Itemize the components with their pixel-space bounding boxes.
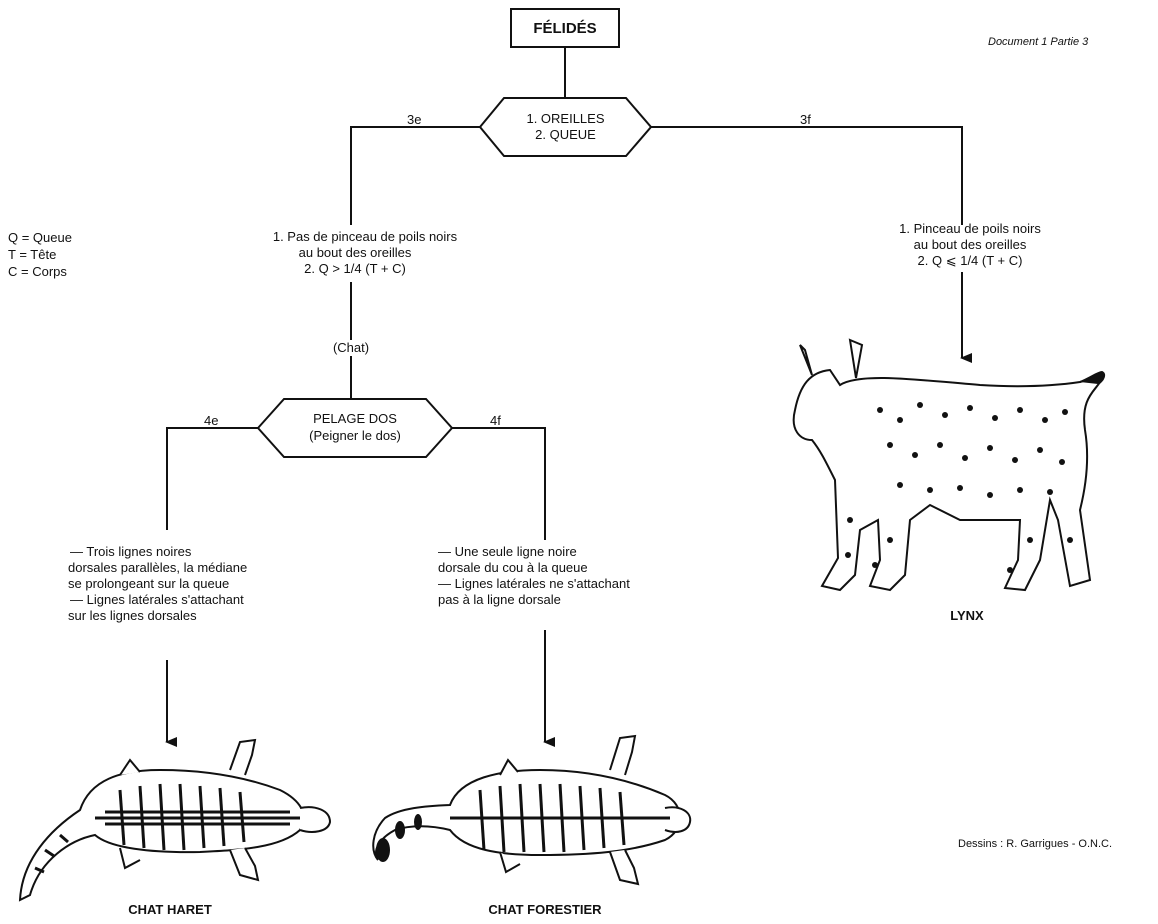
criteria-line: 2. Q > 1/4 (T + C) xyxy=(230,261,480,277)
node-pelage-line1: PELAGE DOS xyxy=(258,411,452,427)
connector-3e xyxy=(351,127,480,225)
result-chat-forestier: CHAT FORESTIER xyxy=(455,902,635,918)
connector-4f xyxy=(452,428,545,540)
criteria-line: sur les lignes dorsales xyxy=(68,608,197,624)
cat-haret-icon xyxy=(20,740,330,900)
document-reference: Document 1 Partie 3 xyxy=(988,34,1088,50)
criteria-line: 2. Q ⩽ 1/4 (T + C) xyxy=(855,253,1085,269)
branch-label-3f: 3f xyxy=(800,112,811,128)
branch-label-4e: 4e xyxy=(204,413,218,429)
criteria-line: dorsales parallèles, la médiane xyxy=(68,560,247,576)
legend-item: T = Tête xyxy=(8,247,56,263)
criteria-line: pas à la ligne dorsale xyxy=(438,592,561,608)
result-chat-haret: CHAT HARET xyxy=(90,902,250,918)
cat-forestier-icon xyxy=(373,736,690,884)
node-pelage-line2: (Peigner le dos) xyxy=(258,428,452,444)
lynx-icon xyxy=(794,340,1104,590)
criteria-line: dorsale du cou à la queue xyxy=(438,560,588,576)
criteria-line: au bout des oreilles xyxy=(230,245,480,261)
branch-label-4f: 4f xyxy=(490,413,501,429)
connector-3f xyxy=(651,127,962,225)
connector-4e xyxy=(167,428,258,530)
criteria-line: — Une seule ligne noire xyxy=(438,544,577,560)
result-lynx: LYNX xyxy=(912,608,1022,624)
criteria-line: 1. Pas de pinceau de poils noirs xyxy=(230,229,500,245)
criteria-line: — Trois lignes noires xyxy=(70,544,191,560)
criteria-line: — Lignes latérales ne s'attachant xyxy=(438,576,630,592)
node-oreilles-line1: 1. OREILLES xyxy=(480,111,651,127)
chat-label: (Chat) xyxy=(311,340,391,356)
criteria-line: au bout des oreilles xyxy=(855,237,1085,253)
page-title: FÉLIDÉS xyxy=(510,8,620,48)
legend-item: Q = Queue xyxy=(8,230,72,246)
credit: Dessins : R. Garrigues - O.N.C. xyxy=(958,836,1112,852)
criteria-line: — Lignes latérales s'attachant xyxy=(70,592,244,608)
node-oreilles-line2: 2. QUEUE xyxy=(480,127,651,143)
legend-item: C = Corps xyxy=(8,264,67,280)
criteria-line: se prolongeant sur la queue xyxy=(68,576,229,592)
branch-label-3e: 3e xyxy=(407,112,421,128)
criteria-line: 1. Pinceau de poils noirs xyxy=(855,221,1085,237)
